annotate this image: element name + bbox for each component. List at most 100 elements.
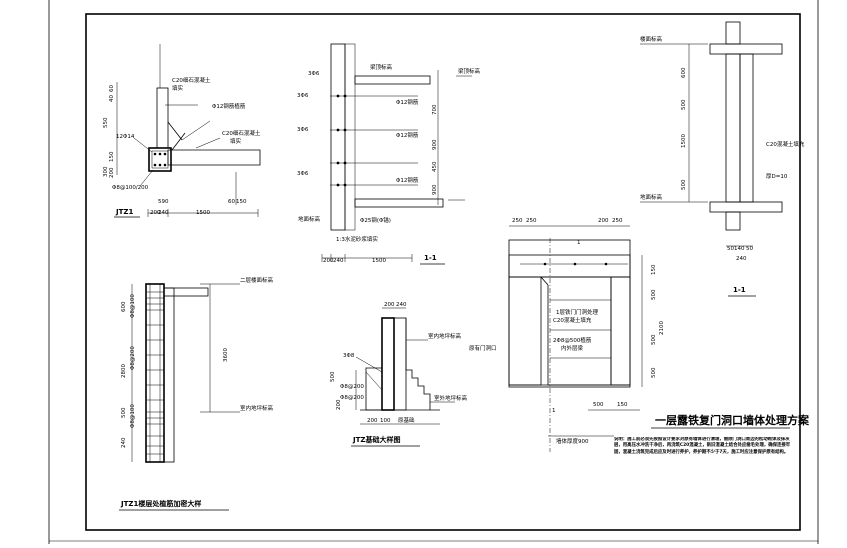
right-dim-500b: 500: [681, 179, 687, 190]
found-dim-s1: Φ8@200: [340, 384, 364, 390]
jtz1-label-c20-mid2: 填实: [230, 137, 242, 145]
sec-dim-3d6-2: 3Φ6: [297, 93, 309, 99]
jtz1-label-rebar12: Φ12钢筋植筋: [212, 102, 246, 110]
sec-label-5: 地面标高: [298, 215, 321, 223]
elev-dim-2800: 2800: [121, 364, 127, 378]
opening-label-1: 1层铁门门洞处理: [556, 308, 598, 316]
jtz1-title: JTZ1: [115, 208, 133, 216]
jtz1-column: [148, 147, 172, 172]
sheet-note: 说明：施工前必须先按照设计要求对原有墙体进行清理，凿除门洞口周边的松动砌体及抹灰…: [614, 437, 791, 455]
jtz1-dim-150b: 150: [236, 199, 247, 205]
section-slab-1: [354, 75, 431, 85]
opening-dim-200a: 200: [598, 218, 609, 224]
jtz1-dim-200: 200: [109, 167, 115, 178]
sec-dim-450: 450: [432, 161, 438, 172]
sheet-note-box: 说明：施工前必须先按照设计要求对原有墙体进行清理，凿除门洞口周边的松动砌体及抹灰…: [614, 437, 791, 455]
opening-dim-500-bottom: 500: [593, 402, 604, 408]
found-label-2: 室外地坪标高: [434, 394, 468, 402]
found-dim-s2: Φ8@200: [340, 395, 364, 401]
sec-dim-200: 200: [323, 258, 334, 264]
sec-dim-3d6-4: 3Φ6: [297, 171, 309, 177]
elev-title: JTZ1楼层处植筋加密大样: [120, 499, 201, 508]
opening-dim-150: 150: [651, 264, 657, 275]
sec-dim-1500: 1500: [372, 258, 386, 264]
right-dim-50a: 50: [727, 246, 734, 252]
detail-jtz1-elevation: 二层楼面标高 室内地坪标高 3600 600 Φ8@100 2800 Φ8@20…: [119, 276, 274, 511]
right-dim-140: 140: [734, 246, 745, 252]
elev-dim-240: 240: [121, 437, 127, 448]
sec-label-7: 1:3水泥砂浆填实: [336, 235, 378, 243]
found-label-3: 原基础: [398, 416, 415, 424]
opening-dim-500a: 500: [651, 289, 657, 300]
jtz1-label-c20-top2: 填实: [172, 84, 184, 92]
jtz1-dim-200b: 200: [150, 210, 161, 216]
opening-section-mark-bottom: 1: [552, 408, 556, 414]
right-label-top: 楼面标高: [640, 35, 663, 43]
sec-label-top-elev: 梁顶标高: [458, 67, 481, 75]
opening-dim-250b: 250: [526, 218, 537, 224]
sec-dim-900: 900: [432, 139, 438, 150]
sec-label-1: 梁顶标高: [370, 63, 393, 71]
sec-dim-3d6-1: 3Φ6: [308, 71, 320, 77]
elev-label-top: 二层楼面标高: [240, 276, 274, 284]
right-bottom-slab: [709, 201, 783, 213]
jtz1-dim-590: 590: [158, 199, 169, 205]
sec-label-6: Φ25钢(Φ锚): [360, 216, 391, 224]
jtz1-label-c20-top: C20细石混凝土: [172, 76, 211, 84]
jtz1-dim-300: 300: [103, 166, 109, 177]
opening-dim-500b: 500: [651, 334, 657, 345]
jtz1-label-12d14: 12Φ14: [116, 134, 135, 140]
sec-dim-700: 700: [432, 104, 438, 115]
right-label-thk: 厚D=10: [766, 173, 788, 180]
opening-dim-2100: 2100: [659, 321, 665, 335]
opening-label-side: 原有门洞口: [469, 344, 497, 352]
right-dim-600: 600: [681, 67, 687, 78]
section-slab-2: [354, 198, 444, 208]
right-dim-240: 240: [736, 256, 747, 262]
right-label-c20: C20混凝土填充: [766, 140, 805, 148]
elev-dim-s3: Φ8@100: [130, 404, 136, 428]
elev-dim-s2: Φ8@200: [130, 346, 136, 370]
found-label-rebar: 3Φ8: [343, 353, 355, 359]
elev-dim-s1: Φ8@100: [130, 294, 136, 318]
opening-dim-500c: 500: [651, 367, 657, 378]
detail-door-opening: 1层铁门门洞处理 C20混凝土填充 2Φ8@500植筋 内外层梁 原有门洞口 1…: [469, 218, 665, 452]
sec-label-3: Φ12钢筋: [396, 131, 419, 139]
opening-label-3: 2Φ8@500植筋: [553, 336, 592, 344]
found-dim-200: 200: [384, 302, 395, 308]
detail-section-1-1-right: 楼面标高 地面标高 C20混凝土填充 厚D=10 600 500 1500 50…: [640, 21, 805, 297]
section-1-1-title: 1-1: [424, 254, 437, 262]
opening-dim-900: 墙体厚度900: [556, 437, 589, 445]
found-dim-240: 240: [396, 302, 407, 308]
jtz1-dim-150: 150: [109, 151, 115, 162]
opening-section-mark-top: 1: [577, 240, 581, 246]
sec-dim-240: 240: [333, 258, 344, 264]
opening-label-4: 内外层梁: [561, 344, 584, 352]
right-dim-50b: 50: [746, 246, 753, 252]
opening-label-2: C20混凝土填充: [553, 316, 592, 324]
opening-dim-250a: 250: [512, 218, 523, 224]
detail-jtz-foundation: 室内地坪标高 室外地坪标高 原基础 3Φ8 200 240 500 Φ8@200…: [330, 302, 468, 447]
opening-dim-250c: 250: [612, 218, 623, 224]
sec-dim-900b: 900: [432, 184, 438, 195]
jtz1-dim-40: 40: [109, 95, 115, 102]
elev-dim-600: 600: [121, 301, 127, 312]
jtz1-dim-1500: 1500: [196, 210, 210, 216]
found-label-1: 室内地坪标高: [428, 332, 462, 340]
jtz1-label-c20-mid: C20细石混凝土: [222, 129, 261, 137]
elev-dim-500: 500: [121, 407, 127, 418]
sec-label-4: Φ12钢筋: [396, 176, 419, 184]
detail-jtz1: C20细石混凝土 填实 Φ12钢筋植筋 C20细石混凝土 填实 12Φ14 Φ8…: [103, 44, 261, 218]
found-dim-200-v: 200: [336, 399, 342, 410]
jtz1-dim-550: 550: [103, 117, 109, 128]
sec-dim-3d6-3: 3Φ6: [297, 127, 309, 133]
found-dim-500: 500: [330, 371, 336, 382]
right-label-bottom: 地面标高: [640, 193, 663, 201]
jtz1-dim-240: 240: [158, 210, 169, 216]
sheet-title: 一层露铁复门洞口墙体处理方案: [655, 413, 810, 427]
found-dim-200-bottom: 200: [367, 418, 378, 424]
opening-dim-150-bottom: 150: [617, 402, 628, 408]
right-dim-1500: 1500: [681, 134, 687, 148]
